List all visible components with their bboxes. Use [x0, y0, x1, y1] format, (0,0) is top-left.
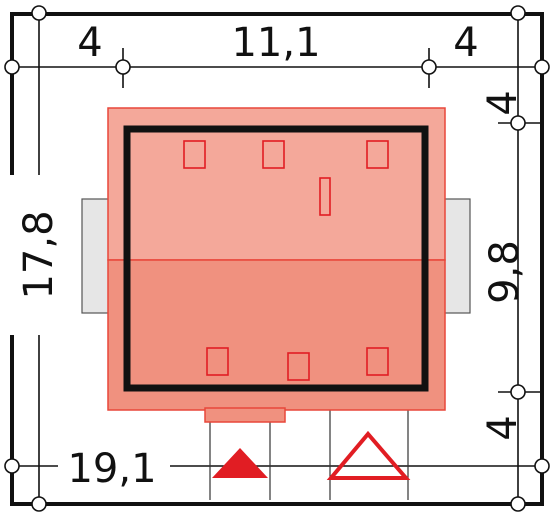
- marker: [510, 115, 526, 131]
- roof-features: [183, 140, 389, 381]
- entrance-area: [209, 410, 409, 500]
- dim-right-top: 4: [480, 90, 526, 115]
- roof-window: [183, 140, 206, 169]
- chimney: [319, 177, 331, 216]
- marker: [31, 496, 47, 512]
- roof-window: [366, 140, 389, 169]
- dimension-markers: [4, 5, 550, 512]
- dim-top-right: 4: [453, 20, 478, 66]
- roof-window: [262, 140, 285, 169]
- marker: [534, 458, 550, 474]
- left-side-extension: [81, 198, 111, 314]
- marker: [510, 5, 526, 21]
- house-walls: [123, 125, 429, 392]
- bottom-label-bg: [58, 450, 170, 484]
- dim-right-bottom: 4: [480, 415, 526, 440]
- roof-window: [206, 347, 229, 376]
- right-side-extension: [443, 198, 471, 314]
- dim-bottom-total: 19,1: [67, 446, 156, 492]
- marker: [4, 59, 20, 75]
- marker: [115, 59, 131, 75]
- main-entrance-icon: [212, 448, 268, 478]
- roof-porch-extension: [204, 407, 286, 423]
- marker: [534, 59, 550, 75]
- roof-window: [287, 352, 310, 381]
- marker: [421, 59, 437, 75]
- marker: [510, 384, 526, 400]
- roof-window: [366, 347, 389, 376]
- dim-top-width: 11,1: [231, 20, 320, 66]
- dim-top-left: 4: [77, 20, 102, 66]
- marker: [31, 5, 47, 21]
- garage-entrance-icon: [326, 430, 411, 480]
- marker: [4, 458, 20, 474]
- roof-upper-slope: [107, 107, 446, 261]
- left-label-bg: [1, 175, 71, 335]
- dim-left-total: 17,8: [16, 210, 62, 299]
- marker: [510, 496, 526, 512]
- dim-right-depth: 9,8: [482, 240, 528, 304]
